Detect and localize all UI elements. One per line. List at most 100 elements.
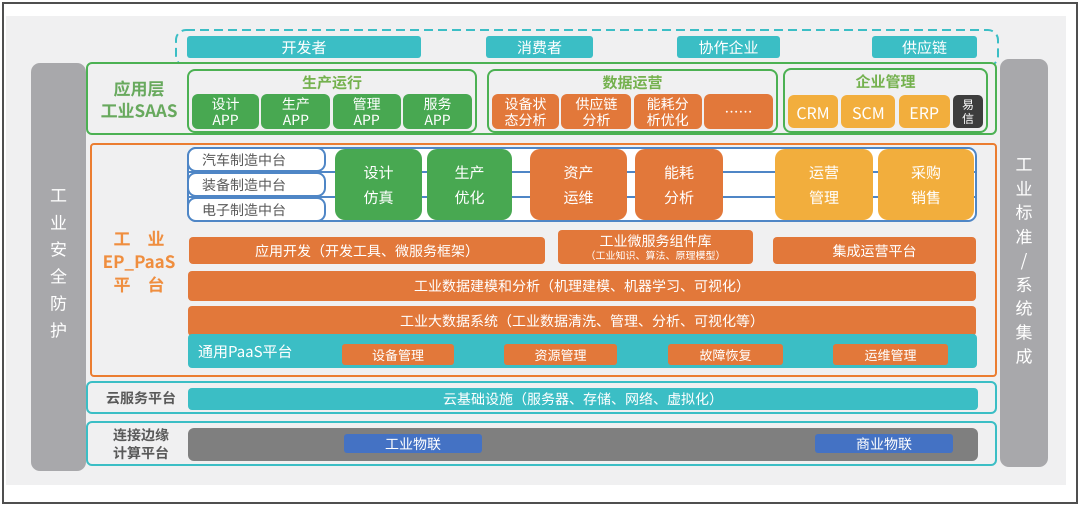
energy-analysis-box-line2: 分析 [663,186,694,208]
erp-chip[interactable]: ERP [898,95,950,128]
enterprise-management-group: 企业管理 CRM SCM ERP 易 信 [783,68,988,133]
enterprise-management-title: 企业管理 [855,71,916,92]
design-app-line1: 设计 [211,93,240,114]
paas-platform-label: 工 业 EP_PaaS 平 台 [92,225,186,295]
crm-chip[interactable]: CRM [788,95,838,128]
asset-om-line1: 资产 [563,161,594,183]
actor-developer[interactable]: 开发者 [187,36,421,58]
cloud-infrastructure-label: 云基础设施（服务器、存储、网络、虚拟化） [443,389,723,409]
edge-computing-label: 连接边缘 计算平台 [98,423,184,464]
supply-chain-analysis-line2: 分析 [582,109,611,130]
business-iot-button[interactable]: 商业物联 [815,434,953,454]
actor-developer-label: 开发者 [281,36,327,58]
design-app-line2: APP [212,109,239,130]
data-operation-title: 数据运营 [602,72,663,93]
cloud-service-label-text: 云服务平台 [106,387,176,408]
production-app-line1: 生产 [281,93,310,114]
more-apps-chip[interactable]: …… [703,94,773,129]
iot-bar: 工业物联 商业物联 [188,428,978,461]
device-status-analysis-chip[interactable]: 设备状 态分析 [492,94,559,129]
fault-recovery-button[interactable]: 故障恢复 [668,344,783,365]
energy-analysis-chip[interactable]: 能耗分 析优化 [633,94,702,130]
equipment-manufacturing-lane-label: 装备制造中台 [202,174,286,195]
production-optimization-box[interactable]: 生产 优化 [427,149,512,220]
auto-manufacturing-lane-label: 汽车制造中台 [202,149,286,170]
energy-analysis-box-line1: 能耗 [663,161,694,183]
microservice-library-bar[interactable]: 工业微服务组件库 （工业知识、算法、原理模型） [558,230,753,264]
operation-management-box[interactable]: 运营 管理 [775,149,873,220]
scm-chip[interactable]: SCM [841,95,896,128]
saas-layer-box: 应用层 工业SAAS 生产运行 设计 APP 生产 APP 管理 APP [86,62,997,135]
bigdata-system-bar[interactable]: 工业大数据系统（工业数据清洗、管理、分析、可视化等） [188,306,976,336]
energy-analysis-line2: 析优化 [646,109,689,130]
om-management-label: 运维管理 [864,345,917,364]
asset-om-line2: 运维 [563,186,594,208]
device-status-analysis-line1: 设备状 [504,93,547,114]
general-paas-label: 通用PaaS平台 [198,340,293,362]
management-app-chip[interactable]: 管理 APP [332,93,401,129]
bigdata-system-label: 工业大数据系统（工业数据清洗、管理、分析、可视化等） [400,311,764,331]
design-simulation-line2: 仿真 [363,186,394,208]
microservice-library-line1: 工业微服务组件库 [599,231,712,251]
actor-partner-enterprise[interactable]: 协作企业 [677,36,780,58]
actor-consumer[interactable]: 消费者 [486,36,593,58]
operation-management-line2: 管理 [808,186,839,208]
data-modeling-bar[interactable]: 工业数据建模和分析（机理建模、机器学习、可视化） [188,271,976,301]
industrial-iot-button[interactable]: 工业物联 [344,433,482,454]
saas-layer-label-line1: 应用层 [113,74,165,100]
design-simulation-box[interactable]: 设计 仿真 [335,149,422,220]
device-management-button[interactable]: 设备管理 [342,344,454,365]
procurement-sales-box[interactable]: 采购 销售 [878,149,974,220]
cloud-service-label: 云服务平台 [98,383,184,412]
procurement-sales-line1: 采购 [910,161,941,183]
more-apps-label: …… [724,101,753,122]
security-sidebar-label: 工业安全防护 [46,186,71,348]
data-modeling-label: 工业数据建模和分析（机理建模、机器学习、可视化） [414,276,750,296]
service-app-chip[interactable]: 服务 APP [402,93,472,130]
supply-chain-analysis-line1: 供应链 [575,93,618,114]
integration-platform-bar[interactable]: 集成运营平台 [773,237,976,264]
device-management-label: 设备管理 [371,345,424,364]
actor-partner-enterprise-label: 协作企业 [698,36,759,58]
standards-sidebar-label: 工业标准/系统集成 [1011,155,1037,371]
production-operation-items: 设计 APP 生产 APP 管理 APP 服务 APP [189,94,475,129]
integration-platform-label: 集成运营平台 [832,240,917,261]
service-app-line1: 服务 [423,93,452,114]
app-dev-bar[interactable]: 应用开发（开发工具、微服务框架） [189,237,545,264]
paas-label-line1: 工 业 [113,224,165,250]
cloud-infrastructure-bar[interactable]: 云基础设施（服务器、存储、网络、虚拟化） [188,388,978,410]
cloud-service-box: 云服务平台 云基础设施（服务器、存储、网络、虚拟化） [86,381,997,414]
production-operation-group: 生产运行 设计 APP 生产 APP 管理 APP 服务 APP [187,69,477,133]
saas-layer-label: 应用层 工业SAAS [90,64,188,133]
production-app-line2: APP [282,109,309,130]
paas-label-line3: 平 台 [113,270,165,296]
equipment-manufacturing-lane: 装备制造中台 [187,172,326,197]
standards-sidebar: 工业标准/系统集成 [1000,59,1048,467]
actor-supply-chain[interactable]: 供应链 [872,36,977,58]
design-app-chip[interactable]: 设计 APP [192,94,259,129]
service-app-line2: APP [424,109,451,130]
supply-chain-analysis-chip[interactable]: 供应链 分析 [561,93,632,130]
industrial-iot-label: 工业物联 [385,433,441,454]
erp-label: ERP [909,99,940,124]
enterprise-management-items: CRM SCM ERP 易 信 [785,95,986,128]
scm-label: SCM [851,99,885,124]
data-operation-group: 数据运营 设备状 态分析 供应链 分析 能耗分 析优化 …… [487,69,778,133]
resource-management-button[interactable]: 资源管理 [504,344,617,365]
electronics-manufacturing-lane-label: 电子制造中台 [202,199,286,220]
app-dev-bar-label: 应用开发（开发工具、微服务框架） [255,240,479,261]
paas-label-line2: EP_PaaS [102,247,176,273]
production-app-chip[interactable]: 生产 APP [261,93,331,130]
yixin-chip[interactable]: 易 信 [952,95,983,128]
procurement-sales-line2: 销售 [910,186,941,208]
yixin-line1: 易 [961,95,974,113]
management-app-line1: 管理 [352,93,381,114]
energy-analysis-box[interactable]: 能耗 分析 [635,149,723,220]
asset-om-box[interactable]: 资产 运维 [530,149,627,220]
electronics-manufacturing-lane: 电子制造中台 [187,197,326,222]
production-optimization-line1: 生产 [454,161,485,183]
om-management-button[interactable]: 运维管理 [833,344,948,365]
actor-consumer-label: 消费者 [516,36,562,58]
